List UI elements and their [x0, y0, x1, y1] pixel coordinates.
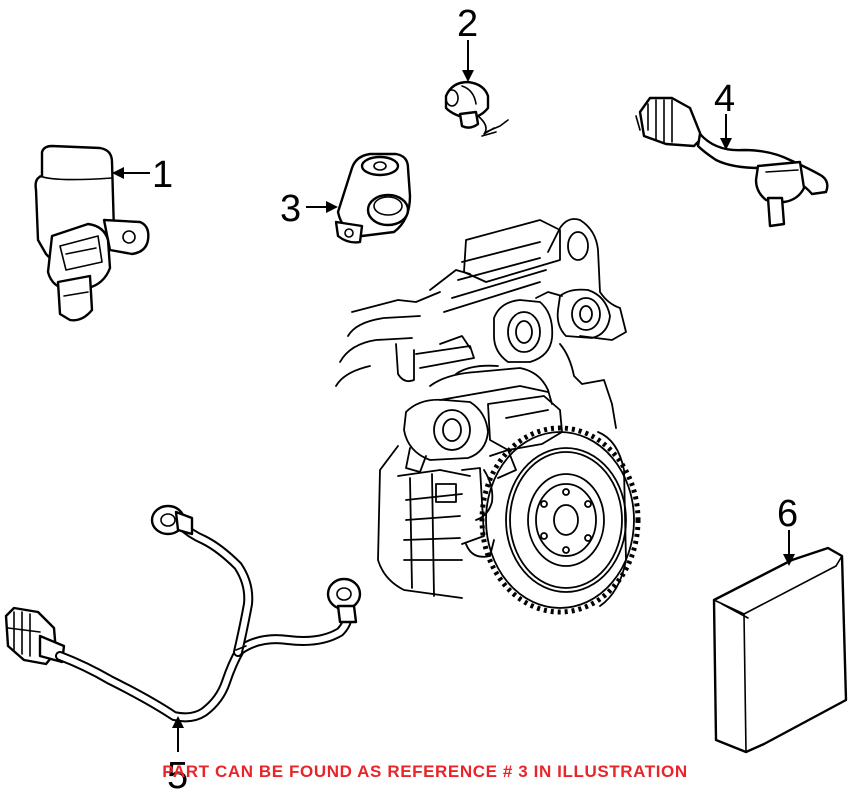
reference-note: PART CAN BE FOUND AS REFERENCE # 3 IN IL… [162, 762, 688, 781]
callout-6: 6 [777, 493, 798, 535]
part-2-sensor [444, 80, 509, 137]
part-6-control-module [712, 546, 848, 754]
callout-2: 2 [457, 3, 478, 45]
callout-4: 4 [714, 78, 735, 120]
part-5-harness [4, 504, 362, 723]
callout-1: 1 [152, 154, 173, 196]
callout-3: 3 [280, 188, 301, 230]
leader-arrows [112, 40, 795, 752]
engine-assembly [335, 218, 641, 615]
part-1-sensor [34, 144, 150, 322]
part-4-cam-sensor [635, 96, 829, 228]
callout-5: 5 [167, 755, 188, 791]
part-3-sensor [334, 152, 412, 244]
